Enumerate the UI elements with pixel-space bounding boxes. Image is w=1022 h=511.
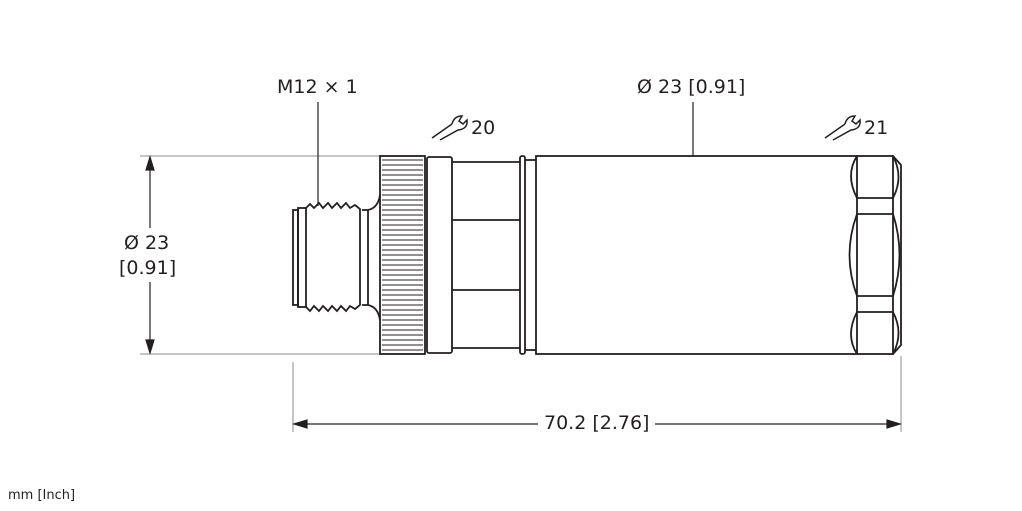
- connector-outline: [292, 155, 902, 355]
- body-diameter-label: Ø 23 [0.91]: [637, 76, 746, 98]
- overall-length-label: 70.2 [2.76]: [538, 412, 656, 434]
- left-diameter-inch: [0.91]: [119, 257, 177, 279]
- units-label: mm [Inch]: [8, 488, 76, 503]
- wrench-icon: [431, 115, 468, 141]
- knurl-lines: (function(){var g=document.currentScript…: [382, 159, 423, 351]
- wrench-size-nut: 20: [471, 117, 496, 139]
- wrench-size-hex: 21: [864, 117, 889, 139]
- left-diameter-mm: Ø 23: [124, 232, 170, 254]
- wrench-icon: [824, 115, 861, 141]
- thread-label: M12 × 1: [277, 76, 358, 98]
- extension-lines: [140, 155, 902, 432]
- dimension-lines: [145, 102, 903, 429]
